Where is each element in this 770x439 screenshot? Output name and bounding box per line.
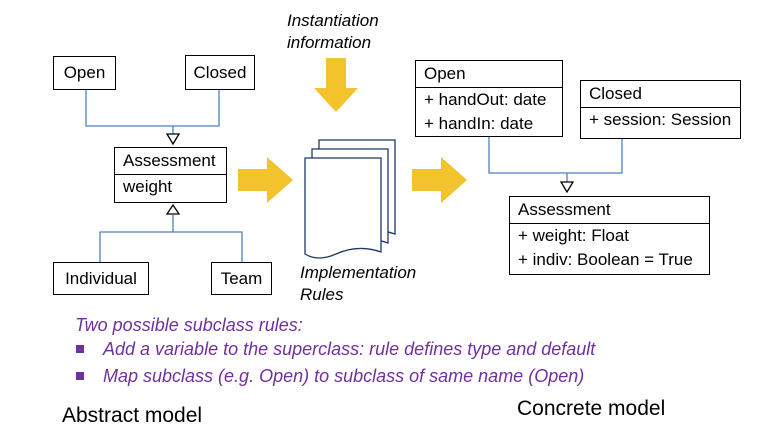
abstract-open-class: Open [53, 56, 116, 90]
abstract-team-class: Team [211, 262, 272, 295]
inheritance-triangle-icon [559, 181, 575, 194]
rule-item: Map subclass (e.g. Open) to subclass of … [103, 366, 585, 386]
inheritance-triangle-icon [165, 203, 181, 215]
document-stack-icon [304, 139, 396, 259]
class-name: Closed [193, 62, 247, 82]
class-name: Closed [589, 84, 642, 103]
class-name: Assessment [123, 151, 216, 170]
bullet-icon [76, 372, 84, 380]
class-attribute: + session: Session [589, 110, 732, 129]
class-attribute: weight [123, 177, 173, 196]
class-attribute: + handIn: date [424, 114, 534, 133]
implementation-rules-label: Implementation Rules [300, 263, 417, 304]
abstract-assessment-class: Assessment weight [114, 147, 227, 203]
class-attributes: + handOut: date + handIn: date [416, 87, 562, 136]
class-attributes: + weight: Float + indiv: Boolean = True [510, 223, 709, 272]
rules-heading: Two possible subclass rules: [75, 315, 303, 335]
class-name: Open [63, 63, 106, 82]
concrete-model-caption: Concrete model [517, 397, 666, 420]
concrete-assessment-class: Assessment + weight: Float + indiv: Bool… [509, 196, 710, 275]
class-attribute: + weight: Float [518, 226, 630, 245]
inheritance-triangle-icon [165, 133, 181, 146]
class-name: Open [424, 64, 466, 83]
class-name: Team [220, 268, 263, 288]
block-arrow-right-icon [412, 157, 467, 203]
class-attribute: + handOut: date [424, 90, 547, 109]
bullet-icon [76, 345, 84, 353]
abstract-closed-class: Closed [185, 55, 255, 90]
class-name: Individual [65, 268, 137, 288]
block-arrow-down-icon [314, 58, 358, 112]
block-arrow-right-icon [238, 157, 293, 203]
class-attribute: + indiv: Boolean = True [518, 250, 693, 269]
abstract-model-caption: Abstract model [62, 404, 203, 427]
class-name: Assessment [518, 200, 611, 219]
rule-item: Add a variable to the superclass: rule d… [103, 339, 596, 359]
class-attributes: + session: Session [581, 107, 740, 132]
concrete-closed-class: Closed + session: Session [580, 80, 741, 139]
abstract-individual-class: Individual [53, 262, 149, 295]
abstract-connectors [85, 90, 243, 262]
class-attributes: weight [115, 174, 226, 199]
concrete-open-class: Open + handOut: date + handIn: date [415, 60, 563, 137]
instantiation-label: Instantiation information [287, 11, 379, 52]
concrete-connectors [488, 137, 623, 182]
